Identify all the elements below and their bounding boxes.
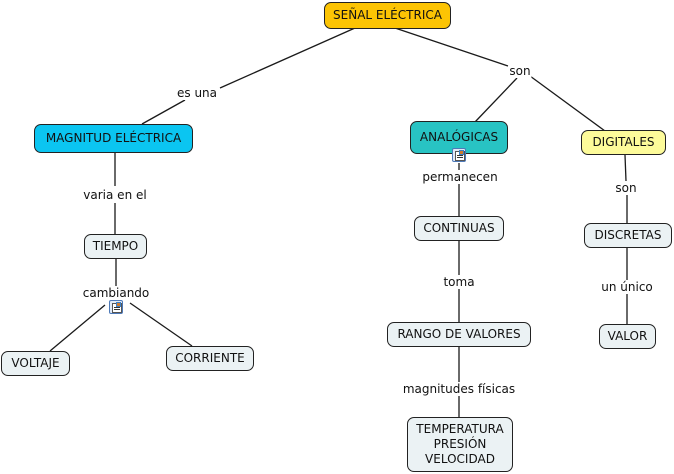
link-son-digitales[interactable]: son [614,181,638,195]
line-esuna-magnitud [141,99,186,125]
link-varia-en-el[interactable]: varia en el [82,188,148,202]
line-senal-esuna [219,27,356,89]
link-son-top[interactable]: son [508,64,532,78]
resource-document-icon[interactable] [452,148,466,162]
line-cambiando-voltaje [49,304,106,352]
concept-corriente[interactable]: CORRIENTE [166,346,254,371]
concept-valor[interactable]: VALOR [599,324,656,349]
concept-digitales[interactable]: DIGITALES [581,130,666,155]
line-cambiando-corriente [129,302,193,347]
picture-glyph [459,150,464,155]
concept-voltaje[interactable]: VOLTAJE [1,351,70,376]
concept-temperatura-presion-velocidad[interactable]: TEMPERATURA PRESIÓN VELOCIDAD [407,417,513,472]
link-magnitudes-fisicas[interactable]: magnitudes físicas [401,382,517,396]
link-permanecen[interactable]: permanecen [421,170,499,184]
line-son-analogicas [474,77,518,123]
link-es-una[interactable]: es una [175,86,219,100]
concept-senal-electrica[interactable]: SEÑAL ELÉCTRICA [324,2,451,29]
line-senal-son [394,27,509,67]
link-un-unico[interactable]: un único [600,280,654,294]
picture-glyph [116,302,121,307]
concept-rango-de-valores[interactable]: RANGO DE VALORES [387,322,531,347]
concept-continuas[interactable]: CONTINUAS [414,216,504,241]
concept-tiempo[interactable]: TIEMPO [84,234,147,259]
link-toma[interactable]: toma [442,275,476,289]
link-cambiando[interactable]: cambiando [81,286,151,300]
line-son-digitales [529,75,606,132]
concept-discretas[interactable]: DISCRETAS [584,223,672,248]
line-digitales-son [624,154,627,182]
resource-document-icon[interactable] [109,300,123,314]
concept-magnitud-electrica[interactable]: MAGNITUD ELÉCTRICA [34,124,193,153]
